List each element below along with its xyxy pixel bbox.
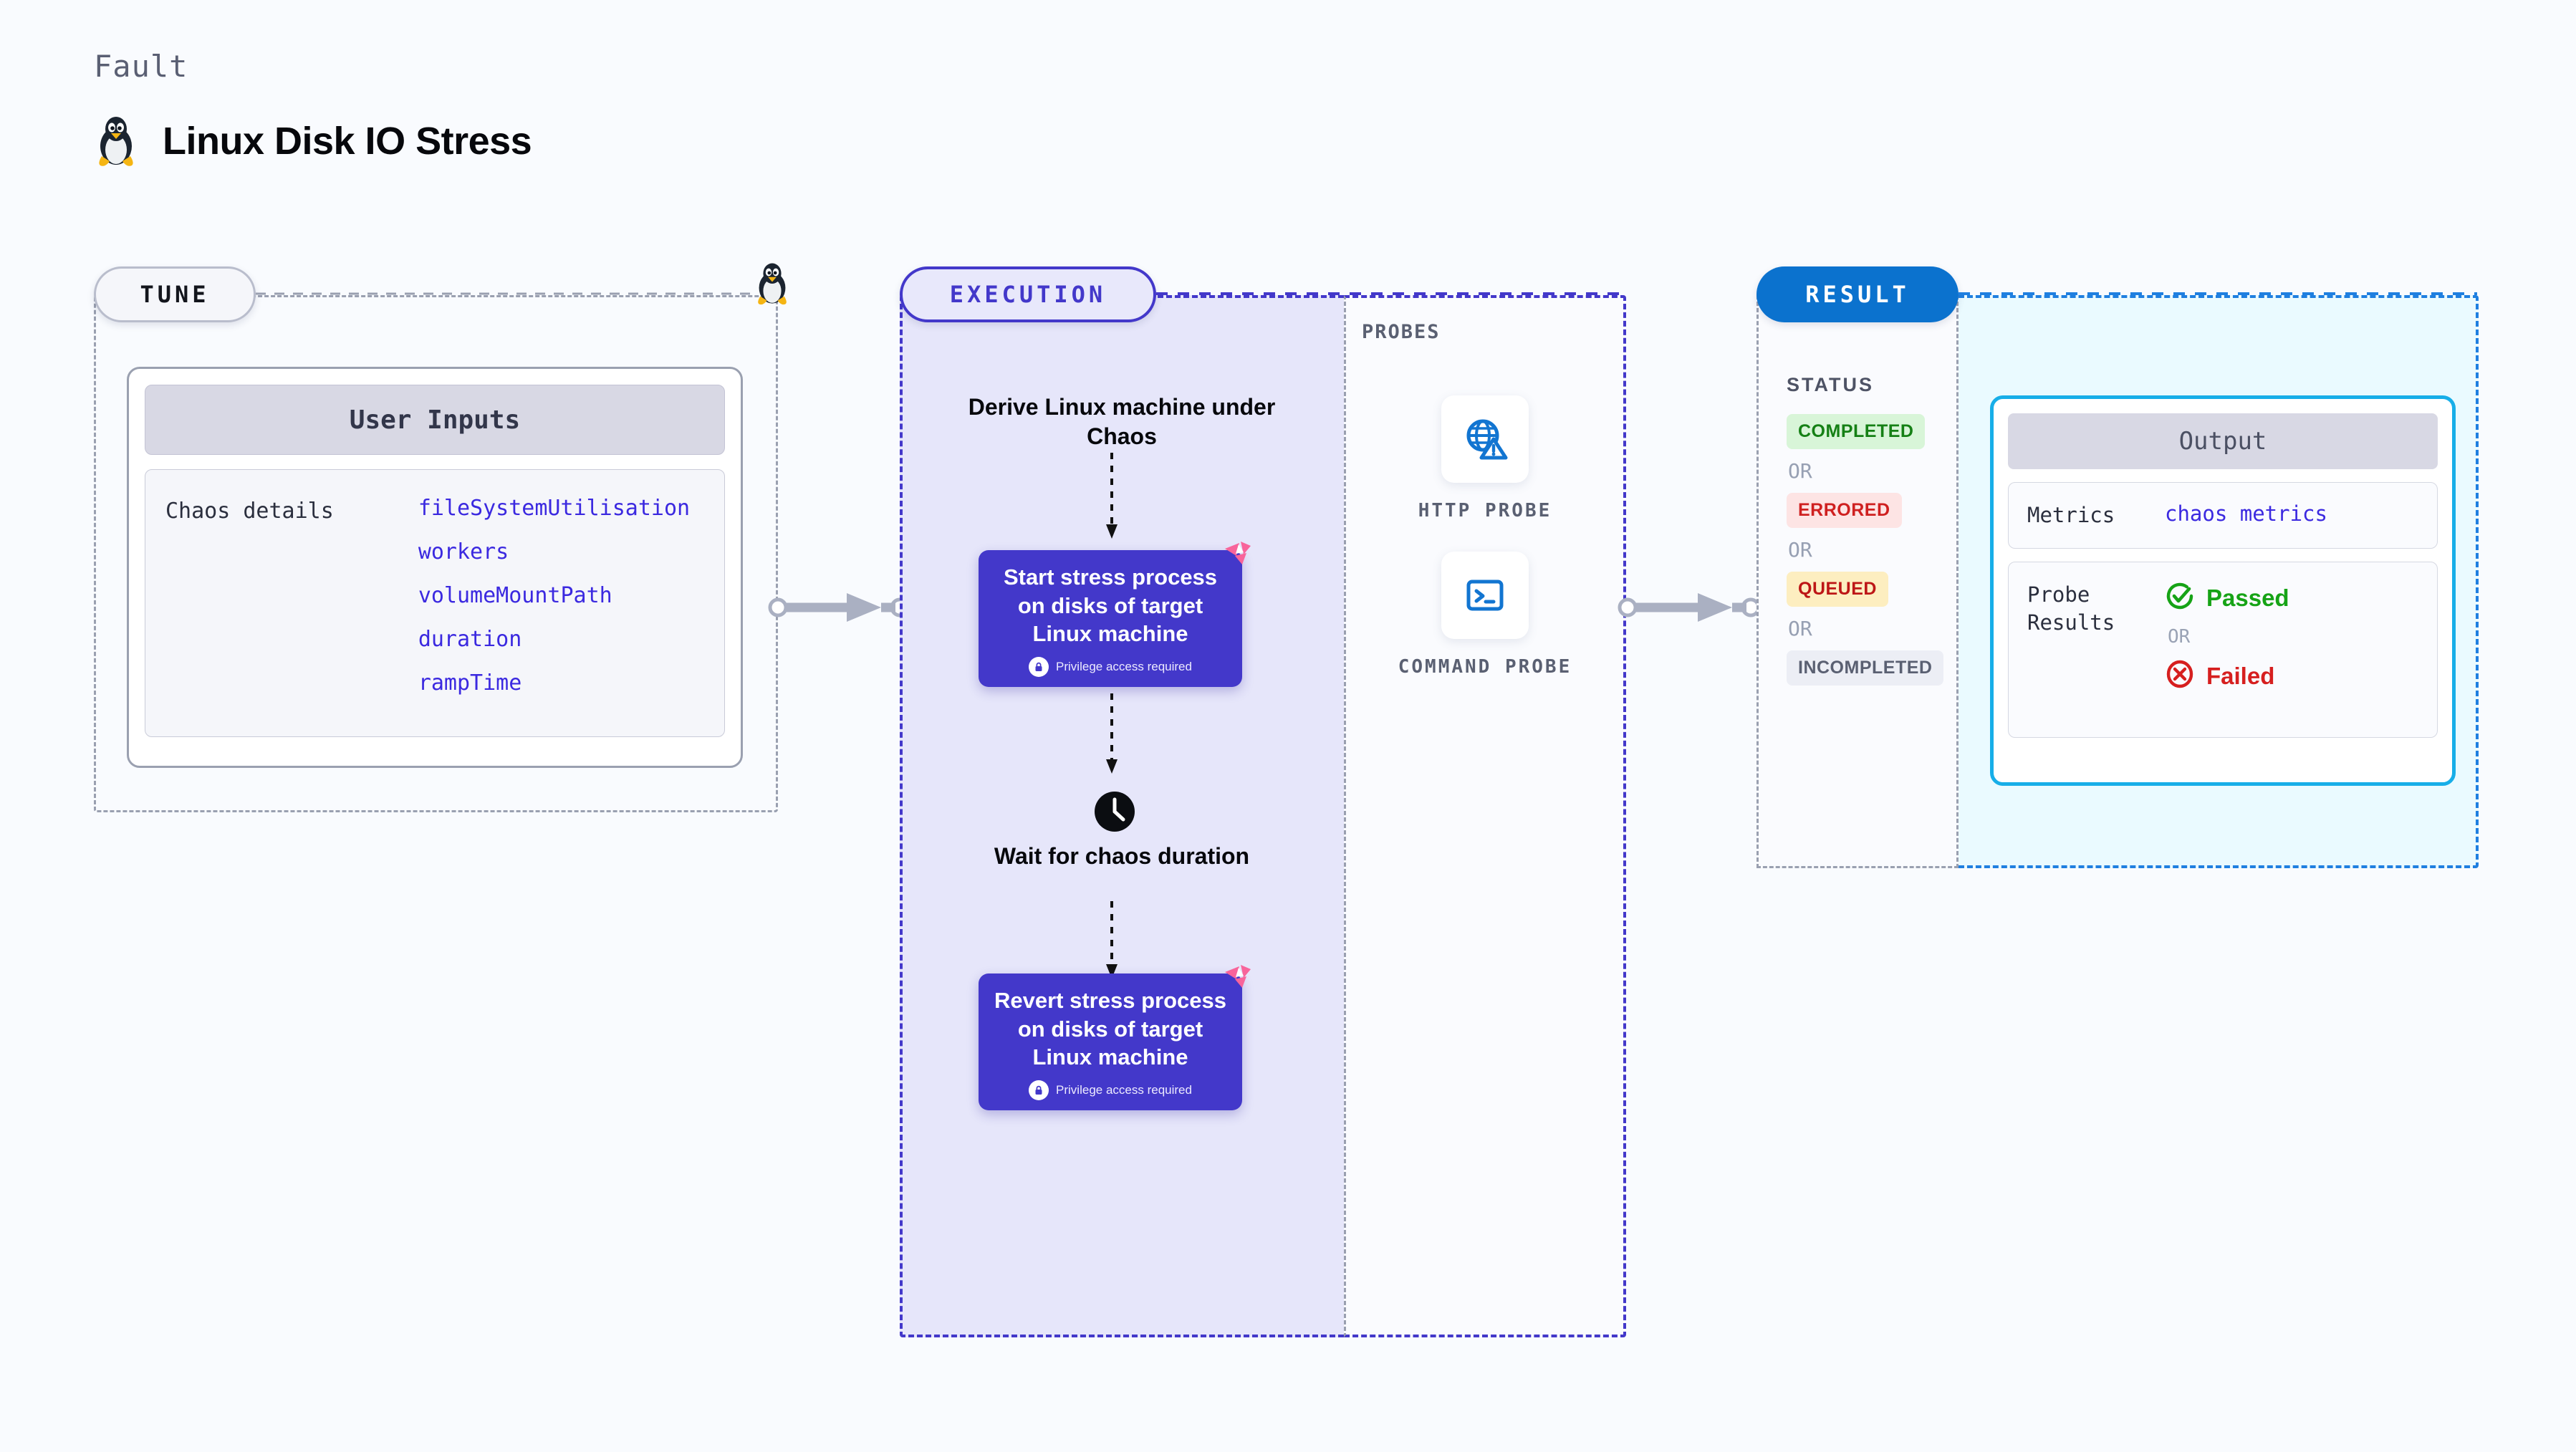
execution-node-start-stress[interactable]: Start stress process on disks of target …: [979, 542, 1251, 688]
parameter-item[interactable]: rampTime: [418, 670, 522, 696]
status-or-label: OR: [1788, 459, 1812, 483]
linux-penguin-icon: [94, 115, 138, 168]
node-label: Start stress process on disks of target …: [1003, 564, 1218, 647]
result-badge-leader-line: [1959, 292, 2477, 295]
probe-results-label: Probe Results: [2027, 582, 2115, 635]
lock-icon: [1029, 1080, 1049, 1101]
privilege-note: Privilege access required: [994, 1080, 1226, 1101]
parameter-item[interactable]: workers: [418, 539, 509, 564]
execution-step-wait: Wait for chaos duration: [994, 843, 1250, 869]
tune-panel: [94, 295, 778, 812]
globe-warning-icon: [1441, 395, 1529, 483]
metrics-label: Metrics: [2027, 503, 2115, 527]
status-badge-queued: QUEUED: [1787, 572, 1888, 607]
tune-corner-penguin-icon: [754, 261, 791, 306]
connector-execution-to-result: [1618, 593, 1761, 622]
chaos-details-label: Chaos details: [165, 499, 334, 524]
probe-result-or-label: OR: [2168, 626, 2191, 648]
execution-step-derive: Derive Linux machine under Chaos: [968, 394, 1276, 449]
result-badge[interactable]: RESULT: [1756, 266, 1959, 322]
output-header: Output: [2008, 413, 2438, 469]
chaos-details-box: Chaos details fileSystemUtilisation work…: [145, 469, 725, 737]
terminal-icon: [1441, 552, 1529, 639]
tune-badge[interactable]: TUNE: [94, 266, 256, 322]
failed-label: Failed: [2206, 662, 2275, 689]
probe-label: COMMAND PROBE: [1398, 656, 1572, 678]
output-metrics-row: Metrics chaos metrics: [2008, 482, 2438, 549]
clock-icon: [1091, 788, 1138, 839]
parameter-item[interactable]: duration: [418, 627, 522, 652]
check-circle-icon: [2165, 581, 2195, 615]
connector-tune-to-execution: [768, 593, 910, 622]
metrics-value[interactable]: chaos metrics: [2165, 501, 2327, 526]
chaos-parameter-list: fileSystemUtilisation workers volumeMoun…: [350, 496, 690, 736]
probes-title: PROBES: [1362, 321, 1441, 343]
arrow-start-to-wait: [1106, 693, 1118, 774]
status-badge-errored: ERRORED: [1787, 493, 1902, 528]
litmus-logo-icon: [1215, 958, 1254, 1000]
status-badge-completed: COMPLETED: [1787, 414, 1926, 449]
x-circle-icon: [2165, 659, 2195, 693]
parameter-item[interactable]: fileSystemUtilisation: [418, 496, 691, 521]
passed-label: Passed: [2206, 584, 2289, 611]
output-probe-results-row: Probe Results Passed OR: [2008, 562, 2438, 739]
execution-node-revert-stress[interactable]: Revert stress process on disks of target…: [979, 965, 1251, 1111]
status-list: COMPLETED OR ERRORED OR QUEUED OR INCOMP…: [1787, 414, 1951, 686]
page-title-row: Linux Disk IO Stress: [94, 115, 532, 168]
user-inputs-header: User Inputs: [145, 385, 725, 455]
probe-label: HTTP PROBE: [1418, 500, 1552, 521]
arrow-derive-to-start: [1106, 453, 1118, 539]
probe-result-passed: Passed: [2165, 581, 2289, 615]
privilege-note-text: Privilege access required: [1056, 1083, 1192, 1097]
litmus-logo-icon: [1215, 534, 1254, 577]
status-or-label: OR: [1788, 617, 1812, 640]
parameter-item[interactable]: volumeMountPath: [418, 583, 612, 608]
output-card: Output Metrics chaos metrics Probe Resul…: [1990, 395, 2456, 786]
tune-badge-leader-line: [256, 292, 756, 295]
probe-result-failed: Failed: [2165, 659, 2289, 693]
status-badge-incompleted: INCOMPLETED: [1787, 650, 1944, 686]
privilege-note-text: Privilege access required: [1056, 660, 1192, 674]
privilege-note: Privilege access required: [994, 657, 1226, 678]
lock-icon: [1029, 657, 1049, 678]
arrow-wait-to-revert: [1106, 901, 1118, 979]
probe-results-values: Passed OR Failed: [2135, 581, 2289, 693]
user-inputs-card: User Inputs Chaos details fileSystemUtil…: [127, 367, 743, 768]
page-title: Linux Disk IO Stress: [163, 120, 532, 163]
status-title: STATUS: [1787, 374, 1874, 395]
execution-badge-leader-line: [1156, 292, 1628, 295]
node-label: Revert stress process on disks of target…: [994, 988, 1226, 1070]
page-kicker: Fault: [94, 49, 188, 84]
probe-item-command[interactable]: COMMAND PROBE: [1388, 552, 1582, 679]
execution-badge[interactable]: EXECUTION: [900, 266, 1156, 322]
status-or-label: OR: [1788, 538, 1812, 562]
probe-item-http[interactable]: HTTP PROBE: [1388, 395, 1582, 523]
